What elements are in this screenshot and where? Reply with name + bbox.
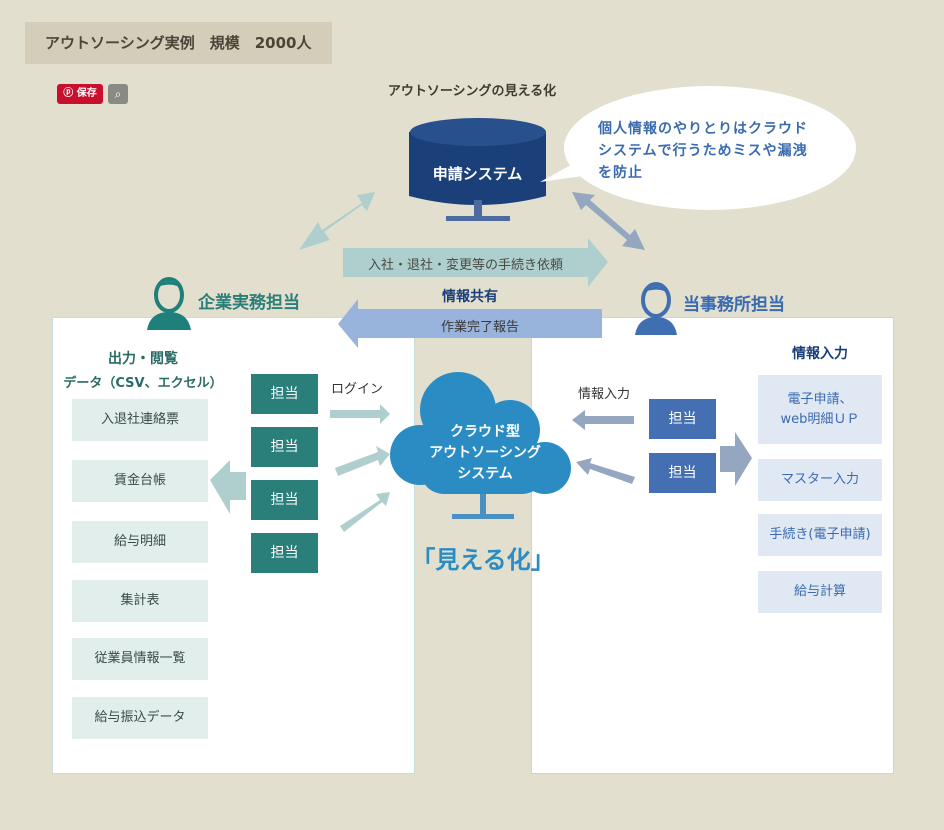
speech-bubble-text: 個人情報のやりとりはクラウド システムで行うためミスや漏洩 を防止 <box>598 118 808 184</box>
left-heading: 企業実務担当 <box>198 293 300 313</box>
report-arrow-label: 作業完了報告 <box>440 320 519 335</box>
list-item: 手続き(電子申請) <box>758 514 882 556</box>
right-heading: 当事務所担当 <box>683 295 785 315</box>
bubble-line: システムで行うためミスや漏洩 <box>598 143 808 159</box>
info-share-label: 情報共有 <box>442 289 498 305</box>
list-item: 電子申請、 web明細ＵＰ <box>758 375 882 444</box>
double-arrow-right <box>572 192 645 250</box>
right-list-heading: 情報入力 <box>792 346 848 362</box>
list-item: マスター入力 <box>758 459 882 501</box>
staff-box: 担当 <box>251 480 318 520</box>
cloud-icon <box>390 372 571 519</box>
staff-box: 担当 <box>251 427 318 467</box>
bubble-line: を防止 <box>598 165 643 181</box>
list-item: 賃金台帳 <box>72 460 208 502</box>
list-item: 集計表 <box>72 580 208 622</box>
cloud-line: クラウド型 <box>450 424 520 440</box>
staff-box: 担当 <box>251 374 318 414</box>
person-icon-blue <box>635 282 677 335</box>
login-label: ログイン <box>331 382 384 397</box>
bubble-line: 個人情報のやりとりはクラウド <box>598 121 808 137</box>
double-arrow-left <box>299 192 375 250</box>
report-arrow-shape <box>338 299 602 348</box>
list-item: 従業員情報一覧 <box>72 638 208 680</box>
right-block-arrow <box>720 432 752 486</box>
pinterest-save-button[interactable]: ⓟ 保存 <box>57 84 103 104</box>
server-icon <box>409 118 546 221</box>
info-input-label: 情報入力 <box>578 387 631 402</box>
page-title: アウトソーシング実例 規模 2000人 <box>25 22 332 64</box>
speech-bubble-shape <box>540 86 856 210</box>
request-arrow-label: 入社・退社・変更等の手続き依頼 <box>367 258 563 273</box>
list-item: 給与振込データ <box>72 697 208 739</box>
cloud-line: アウトソーシング <box>429 445 541 461</box>
cloud-line: システム <box>457 466 513 482</box>
output-subheading: データ（CSV、エクセル） <box>63 376 223 391</box>
login-arrows <box>330 404 390 532</box>
staff-box: 担当 <box>251 533 318 573</box>
visualization-caption: 「見える化」 <box>411 546 555 574</box>
save-label: 保存 <box>76 88 97 99</box>
person-icon-teal <box>147 277 191 330</box>
list-item: 給与明細 <box>72 521 208 563</box>
diagram-title: アウトソーシングの見える化 <box>387 84 557 99</box>
output-heading: 出力・閲覧 <box>108 351 178 367</box>
list-item: 給与計算 <box>758 571 882 613</box>
visual-search-icon[interactable]: ⌕ <box>108 84 128 104</box>
server-label: 申請システム <box>432 165 523 183</box>
staff-box: 担当 <box>649 399 716 439</box>
input-arrows <box>572 410 635 484</box>
request-arrow-shape <box>343 238 608 287</box>
left-block-arrow <box>210 460 246 514</box>
staff-box: 担当 <box>649 453 716 493</box>
cloud-label: クラウド型 アウトソーシング システム <box>400 422 570 485</box>
list-item: 入退社連絡票 <box>72 399 208 441</box>
